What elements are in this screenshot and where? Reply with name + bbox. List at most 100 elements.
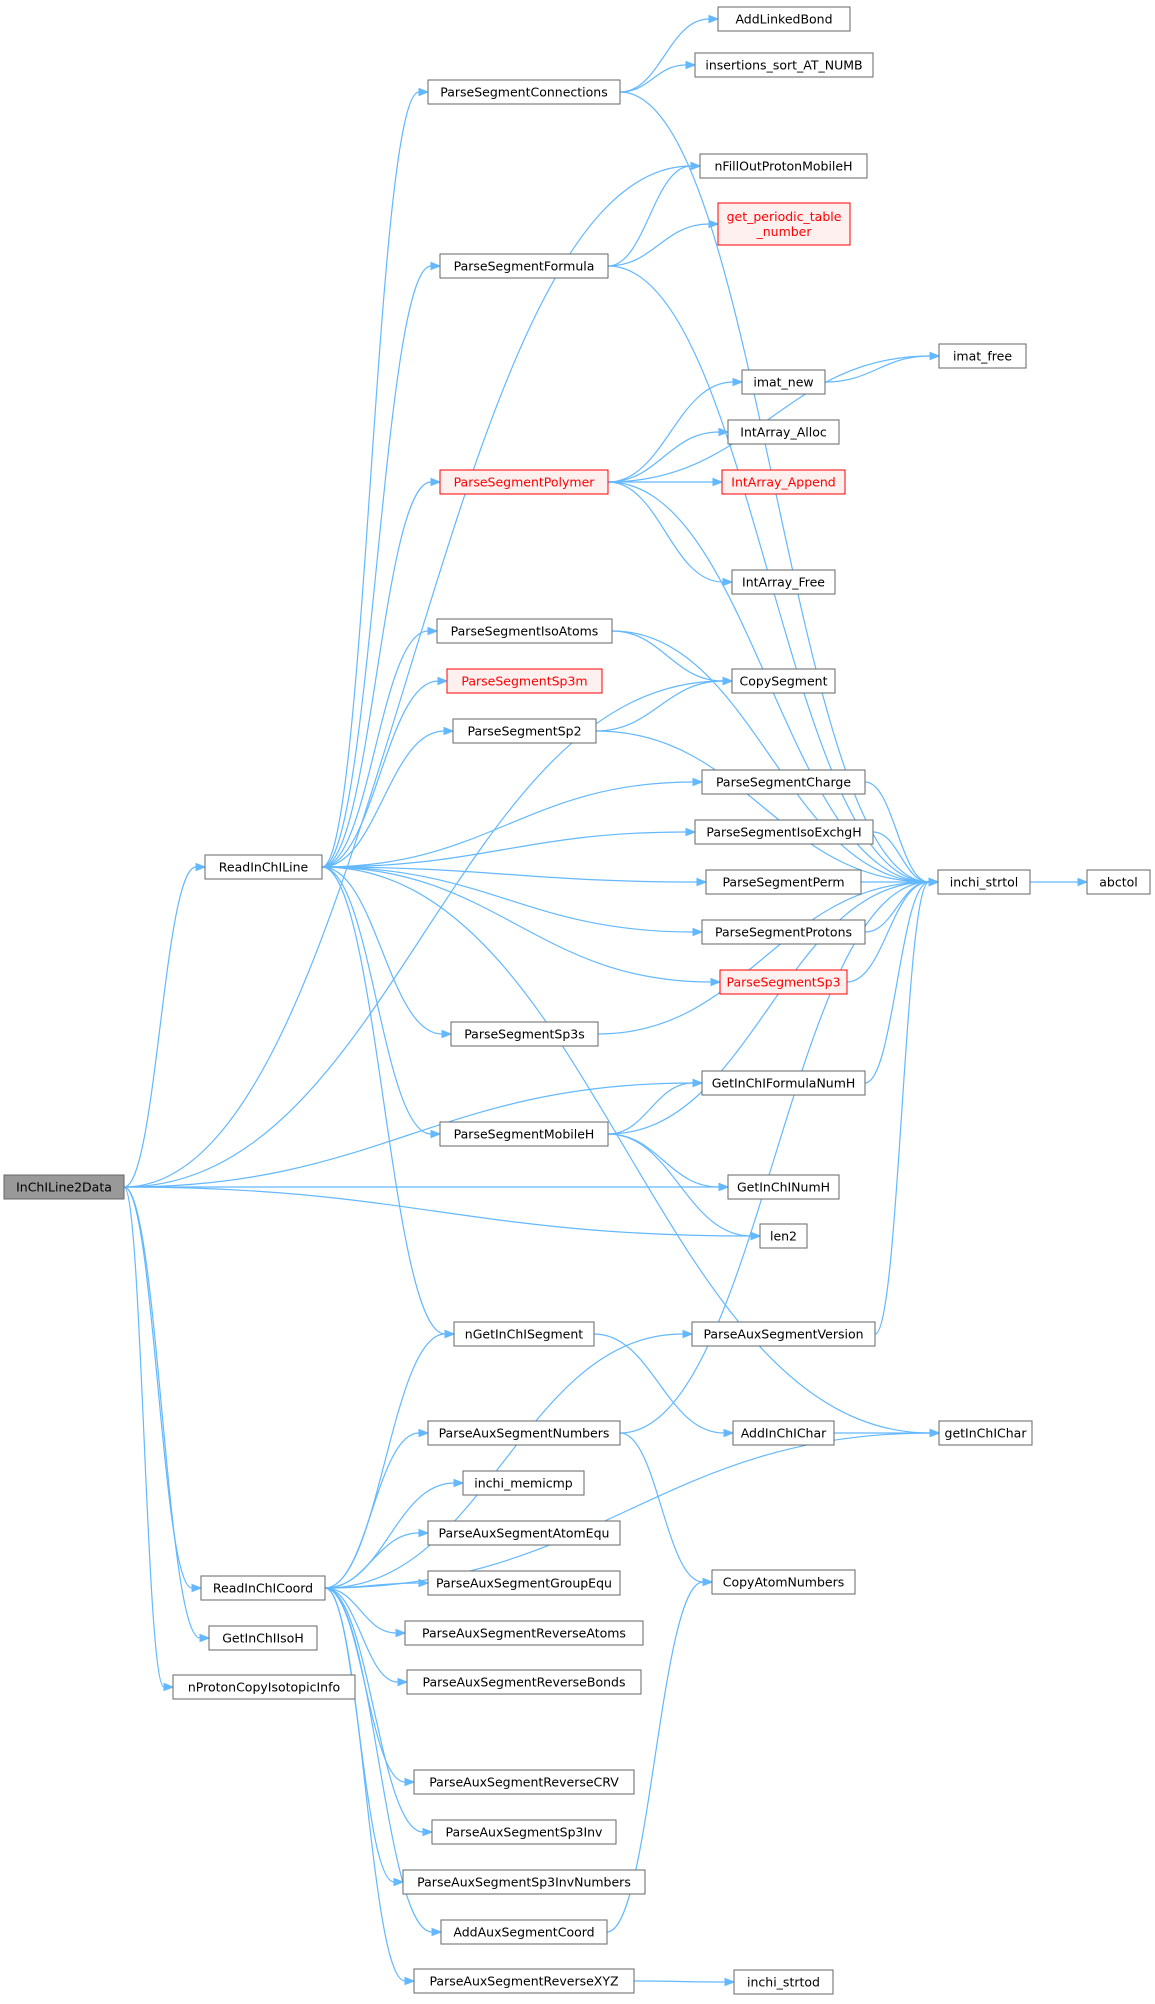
node-parse-aux-segment-reverse-atoms[interactable]: ParseAuxSegmentReverseAtoms [404,1620,644,1646]
node-len2[interactable]: len2 [759,1223,808,1249]
node-label: ParseSegmentProtons [715,925,852,940]
edge-line [324,1587,399,1683]
node-copy-atom-numbers[interactable]: CopyAtomNumbers [711,1569,856,1595]
node-n-fill-out-proton-mobile-h[interactable]: nFillOutProtonMobileH [699,153,868,179]
node-label: GetInChIFormulaNumH [712,1076,856,1091]
node-label: imat_free [953,349,1012,364]
node-parse-segment-charge[interactable]: ParseSegmentCharge [701,769,866,795]
node-insertions-sort-at-numb[interactable]: insertions_sort_AT_NUMB [694,52,874,78]
arrowhead [682,1329,694,1339]
edge-line [595,730,930,883]
node-label: ParseAuxSegmentNumbers [439,1426,610,1441]
node-int-array-free[interactable]: IntArray_Free [731,569,836,595]
node-parse-segment-protons[interactable]: ParseSegmentProtons [701,919,866,945]
node-get-in-ch-ichar[interactable]: getInChIChar [938,1420,1033,1446]
edge-line [123,1186,752,1237]
node-parse-segment-iso-atoms[interactable]: ParseSegmentIsoAtoms [436,618,613,644]
arrowhead [437,676,449,686]
node-abctol[interactable]: abctol [1086,869,1151,895]
node-parse-aux-segment-sp3-inv[interactable]: ParseAuxSegmentSp3Inv [431,1819,617,1845]
node-box [719,969,848,995]
node-parse-segment-mobile-h[interactable]: ParseSegmentMobileH [439,1121,609,1147]
node-box [462,1470,585,1496]
node-add-in-ch-ichar[interactable]: AddInChIChar [732,1420,835,1446]
node-add-aux-segment-coord[interactable]: AddAuxSegmentCoord [440,1919,608,1945]
node-inchi-strtol[interactable]: inchi_strtol [937,869,1031,895]
edge-parse-segment-polymer-to-imat-new [607,377,744,483]
edge-read-in-ch-iline-to-parse-segment-sp3m [321,676,449,868]
node-parse-segment-polymer[interactable]: ParseSegmentPolymer [439,469,609,495]
node-parse-segment-formula[interactable]: ParseSegmentFormula [439,253,609,279]
node-int-array-append[interactable]: IntArray_Append [721,469,846,495]
node-parse-segment-perm[interactable]: ParseSegmentPerm [705,869,862,895]
node-parse-aux-segment-version[interactable]: ParseAuxSegmentVersion [691,1321,876,1347]
node-box [699,153,868,179]
edge-in-ch-iline2-data-to-read-in-ch-icoord [123,1186,203,1593]
node-label: GetInChINumH [737,1180,830,1195]
edge-in-ch-iline2-data-to-copy-segment [123,676,734,1188]
edge-parse-segment-iso-atoms-to-copy-segment [611,630,734,686]
node-add-linked-bond[interactable]: AddLinkedBond [717,6,851,32]
node-in-ch-iline2-data[interactable]: InChILine2Data [3,1174,125,1200]
node-parse-segment-sp3s[interactable]: ParseSegmentSp3s [450,1021,599,1047]
node-label: _number [755,224,812,239]
node-int-array-alloc[interactable]: IntArray_Alloc [727,419,840,445]
arrowhead [191,1583,203,1593]
edge-read-in-ch-iline-to-get-in-ch-ichar [321,866,941,1438]
node-parse-aux-segment-reverse-bonds[interactable]: ParseAuxSegmentReverseBonds [406,1669,642,1695]
node-read-in-ch-icoord[interactable]: ReadInChICoord [200,1575,326,1601]
arrowhead [1077,877,1089,887]
node-inchi-strtod[interactable]: inchi_strtod [733,1969,834,1995]
edge-line [123,165,692,1188]
node-label: ParseSegmentPerm [722,875,844,890]
edge-line [324,1333,446,1589]
edge-parse-segment-sp2-to-copy-segment [595,676,734,732]
node-box [694,819,874,845]
edge-read-in-ch-iline-to-parse-segment-formula [321,261,442,868]
node-label: ParseSegmentSp3 [726,975,840,990]
arrowhead [430,261,442,271]
arrowhead [732,377,744,387]
node-parse-segment-sp3m[interactable]: ParseSegmentSp3m [446,668,603,694]
node-label: ParseAuxSegmentSp3Inv [446,1825,604,1840]
node-read-in-ch-iline[interactable]: ReadInChILine [204,854,323,880]
arrowhead [722,676,734,686]
edge-line [633,1980,726,1983]
node-parse-aux-segment-reverse-xyz[interactable]: ParseAuxSegmentReverseXYZ [413,1968,635,1994]
node-copy-segment[interactable]: CopySegment [731,668,836,694]
node-parse-segment-connections[interactable]: ParseSegmentConnections [427,79,621,105]
edge-parse-segment-mobile-h-to-len2 [607,1133,762,1241]
node-imat-new[interactable]: imat_new [741,369,826,395]
node-n-get-in-ch-isegment[interactable]: nGetInChISegment [453,1321,595,1347]
node-box [439,253,609,279]
node-get-in-ch-iformula-num-h[interactable]: GetInChIFormulaNumH [701,1070,866,1096]
arrowhead [427,626,439,636]
node-parse-aux-segment-reverse-crv[interactable]: ParseAuxSegmentReverseCRV [413,1769,635,1795]
node-parse-aux-segment-numbers[interactable]: ParseAuxSegmentNumbers [427,1420,621,1446]
edge-parse-aux-segment-numbers-to-copy-atom-numbers [619,1432,714,1587]
arrowhead [397,1677,409,1687]
node-parse-segment-iso-exchg-h[interactable]: ParseSegmentIsoExchgH [694,819,874,845]
arrowhead [710,977,722,987]
edge-line [611,630,724,682]
node-inchi-memicmp[interactable]: inchi_memicmp [462,1470,585,1496]
node-parse-aux-segment-group-equ[interactable]: ParseAuxSegmentGroupEqu [427,1570,621,1596]
edge-parse-segment-sp3s-to-inchi-strtol [597,877,940,1035]
node-get-periodic-table-number[interactable]: get_periodic_table_number [717,202,851,246]
node-parse-segment-sp2[interactable]: ParseSegmentSp2 [452,718,597,744]
node-n-proton-copy-isotopic-info[interactable]: nProtonCopyIsotopicInfo [172,1674,356,1700]
node-imat-free[interactable]: imat_free [938,343,1027,369]
node-box [452,718,597,744]
node-parse-aux-segment-atom-equ[interactable]: ParseAuxSegmentAtomEqu [427,1520,621,1546]
node-parse-segment-sp3[interactable]: ParseSegmentSp3 [719,969,848,995]
node-parse-aux-segment-sp3-inv-numbers[interactable]: ParseAuxSegmentSp3InvNumbers [402,1869,646,1895]
node-box [446,668,603,694]
node-get-in-ch-iiso-h[interactable]: GetInChIIsoH [208,1625,318,1651]
edge-parse-segment-charge-to-inchi-strtol [864,781,940,887]
node-box [440,1919,608,1945]
edge-line [321,866,446,1335]
edge-line [321,91,420,868]
node-label: ParseAuxSegmentSp3InvNumbers [417,1875,631,1890]
node-get-in-ch-inum-h[interactable]: GetInChINumH [727,1174,840,1200]
